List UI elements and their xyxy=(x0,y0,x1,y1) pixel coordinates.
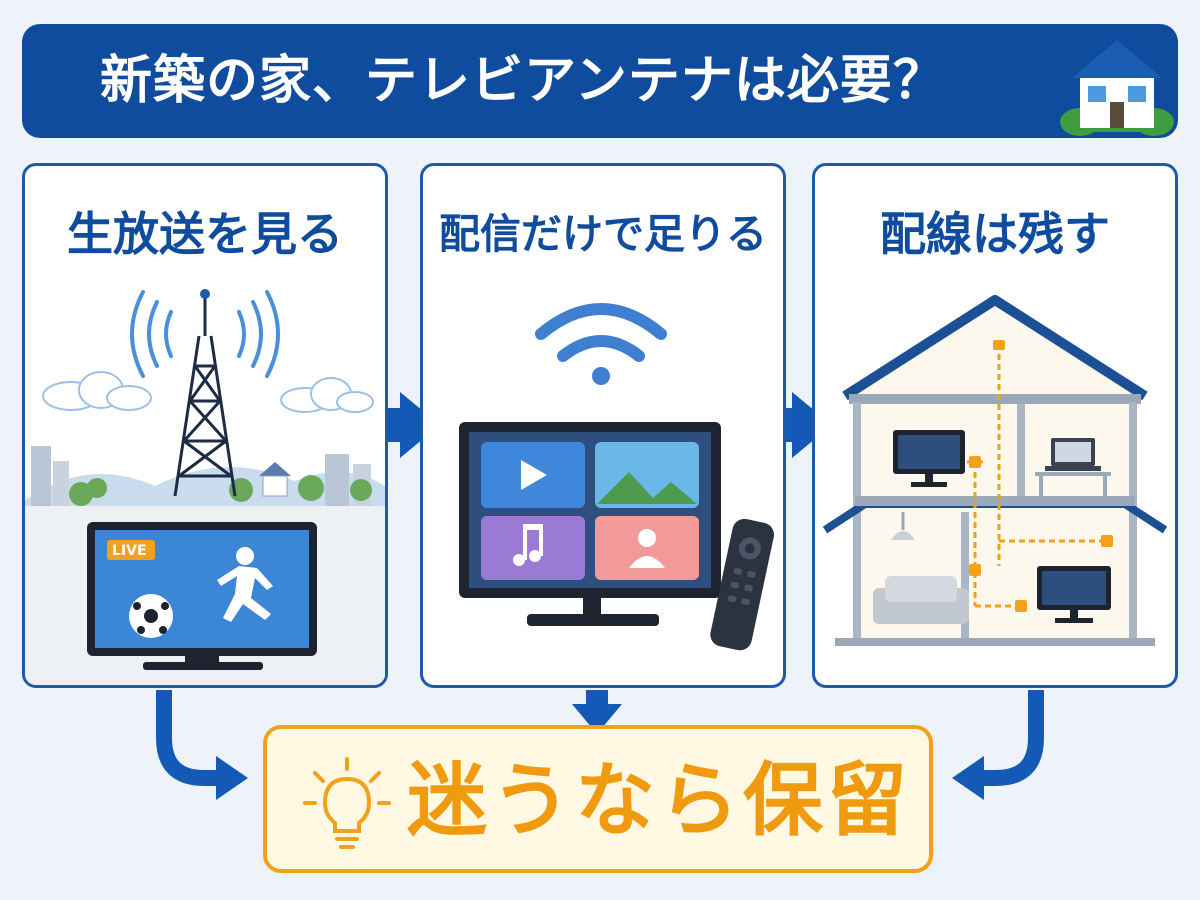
sofa-icon xyxy=(873,576,969,624)
broadcast-tower-illustration: LIVE xyxy=(25,276,385,685)
television-icon xyxy=(1037,566,1111,623)
page-title: 新築の家、テレビアンテナは必要？ xyxy=(100,51,946,111)
person-icon xyxy=(629,529,665,568)
panel-title: 配信だけで足りる xyxy=(439,210,767,258)
conclusion-box: 迷うなら保留 xyxy=(263,725,933,873)
panel-title: 生放送を見る xyxy=(67,207,343,261)
remote-control-icon xyxy=(710,518,774,651)
curved-arrow-icon xyxy=(952,690,1044,800)
smart-tv-icon xyxy=(459,422,721,626)
cloud-icon xyxy=(42,371,152,411)
wifi-icon xyxy=(535,303,667,362)
television-icon xyxy=(87,522,317,670)
streaming-tv-illustration xyxy=(459,303,774,651)
header-banner: 新築の家、テレビアンテナは必要？ xyxy=(22,24,1178,138)
panel-wiring: 配線は残す xyxy=(812,163,1178,688)
house-wiring-illustration xyxy=(822,295,1168,646)
laptop-icon xyxy=(1035,438,1111,496)
lamp-icon xyxy=(891,512,915,540)
panel-live-broadcast: 生放送を見る xyxy=(22,163,388,688)
television-icon xyxy=(893,430,965,487)
cloud-icon xyxy=(280,377,374,413)
panel-streaming: 配信だけで足りる xyxy=(420,163,786,688)
curved-arrow-icon xyxy=(156,690,248,800)
live-badge: LIVE xyxy=(112,543,147,559)
signal-waves-icon xyxy=(130,290,280,378)
music-icon xyxy=(513,524,543,566)
antenna-outlet-icon xyxy=(969,340,1113,612)
play-icon xyxy=(521,460,547,490)
image-icon xyxy=(597,472,697,504)
broadcast-tower-icon xyxy=(173,296,237,497)
panel-title: 配線は残す xyxy=(880,207,1110,261)
house-icon xyxy=(1060,40,1174,136)
conclusion-text: 迷うなら保留 xyxy=(407,754,911,847)
light-bulb-icon xyxy=(303,757,391,849)
